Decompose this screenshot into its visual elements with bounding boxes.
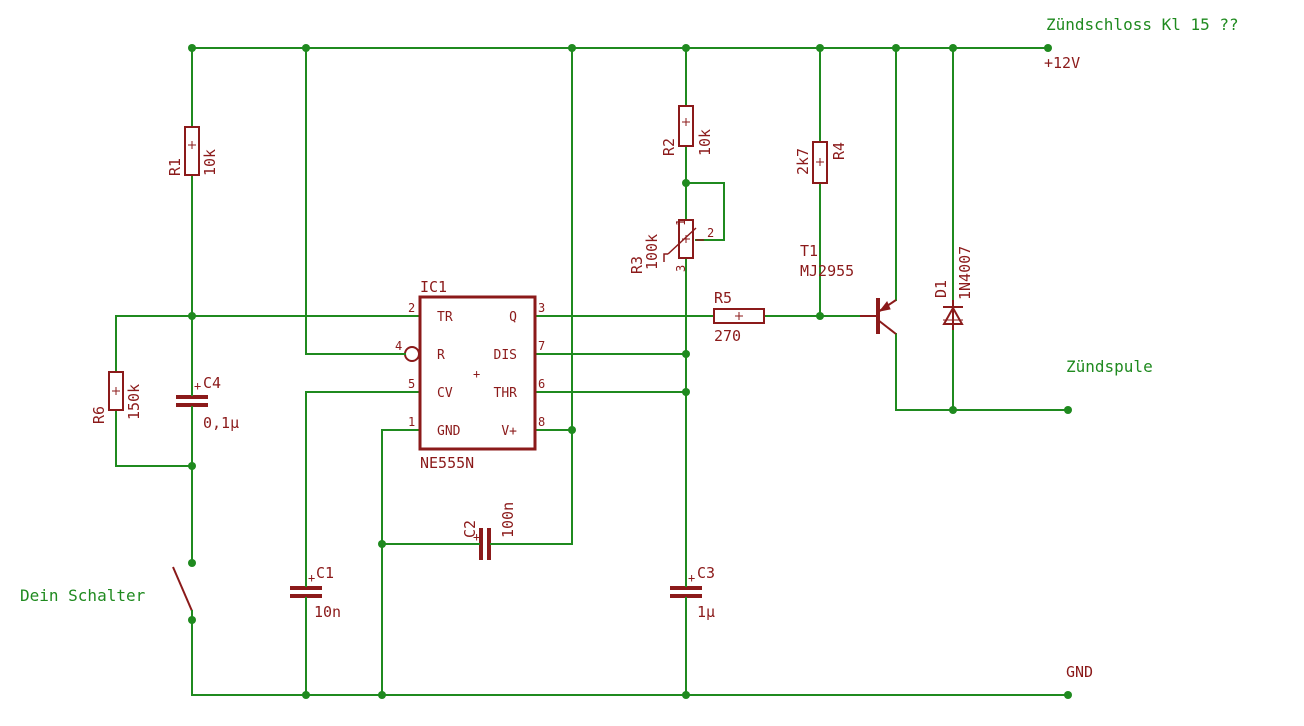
r3-pin3: 3 <box>674 265 688 272</box>
net-supply-label: +12V <box>1044 54 1080 72</box>
c3-value: 1µ <box>697 603 715 621</box>
c3-name: C3 <box>697 564 715 582</box>
t1-name: T1 <box>800 242 818 260</box>
capacitor-c2: + C2 100n <box>461 502 517 560</box>
c3-plus: + <box>688 571 695 585</box>
switch-label: Dein Schalter <box>20 586 146 605</box>
pin-gnd-name: GND <box>437 424 461 439</box>
capacitor-c1: + C1 10n <box>290 564 341 621</box>
resistor-r6: R6 150k <box>90 371 143 424</box>
ic-ne555: + IC1 NE555N 2 4 5 1 TR R CV GND 3 7 6 8… <box>395 278 545 472</box>
r3-pin1: 1 <box>674 219 688 226</box>
net-labels: Zündschloss Kl 15 ?? +12V Zündspule GND … <box>20 15 1239 681</box>
pin-thr-num: 6 <box>538 377 545 391</box>
pin-gnd-num: 1 <box>408 415 415 429</box>
trimmer-r3: 1 2 3 R3 100k <box>628 219 714 274</box>
r4-name: R4 <box>830 142 848 160</box>
r2-name: R2 <box>660 138 678 156</box>
c1-value: 10n <box>314 603 341 621</box>
pin-vcc-name: V+ <box>501 424 517 439</box>
r6-value: 150k <box>125 384 143 420</box>
d1-name: D1 <box>932 280 950 298</box>
wires <box>115 47 1069 696</box>
c1-name: C1 <box>316 564 334 582</box>
c1-plus: + <box>308 571 315 585</box>
net-coil-label: Zündspule <box>1066 357 1153 376</box>
r5-value: 270 <box>714 327 741 345</box>
pin-cv-name: CV <box>437 386 453 401</box>
resistor-r5: R5 270 <box>713 289 765 345</box>
pin-vcc-num: 8 <box>538 415 545 429</box>
c4-name: C4 <box>203 374 221 392</box>
r3-pin2: 2 <box>707 226 714 240</box>
r3-name: R3 <box>628 256 646 274</box>
r4-value: 2k7 <box>794 148 812 175</box>
capacitor-c3: + C3 1µ <box>670 564 715 621</box>
switch <box>172 566 193 621</box>
resistor-r2: R2 10k <box>660 105 714 156</box>
c2-value: 100n <box>499 502 517 538</box>
net-ground-label: GND <box>1066 663 1093 681</box>
r1-name: R1 <box>166 158 184 176</box>
resistor-r4: 2k7 R4 <box>794 141 848 184</box>
r2-value: 10k <box>696 129 714 156</box>
pin-cv-num: 5 <box>408 377 415 391</box>
transistor-t1: T1 MJ2955 <box>800 242 897 335</box>
net-ignition-label: Zündschloss Kl 15 ?? <box>1046 15 1239 34</box>
pin-q-num: 3 <box>538 301 545 315</box>
pin-tr-name: TR <box>437 310 453 325</box>
r5-name: R5 <box>714 289 732 307</box>
ic-value: NE555N <box>420 454 474 472</box>
diode-d1: D1 1N4007 <box>932 246 974 330</box>
r6-name: R6 <box>90 406 108 424</box>
pin-dis-name: DIS <box>494 348 517 363</box>
pin-thr-name: THR <box>494 386 518 401</box>
c2-plus: + <box>473 530 480 544</box>
t1-value: MJ2955 <box>800 262 854 280</box>
r3-value: 100k <box>643 234 661 270</box>
ic-name: IC1 <box>420 278 447 296</box>
ic-plus: + <box>473 367 480 381</box>
d1-value: 1N4007 <box>956 246 974 300</box>
resistor-r1: R1 10k <box>166 126 219 176</box>
pin-tr-num: 2 <box>408 301 415 315</box>
junctions <box>188 44 1072 699</box>
pin-r-name: R <box>437 348 445 363</box>
capacitor-c4: + C4 0,1µ <box>176 374 239 432</box>
c2-name: C2 <box>461 520 479 538</box>
pin-dis-num: 7 <box>538 339 545 353</box>
c4-value: 0,1µ <box>203 414 239 432</box>
pin-q-name: Q <box>509 310 517 325</box>
pin-r-num: 4 <box>395 339 402 353</box>
c4-plus: + <box>194 379 201 393</box>
r1-value: 10k <box>201 149 219 176</box>
